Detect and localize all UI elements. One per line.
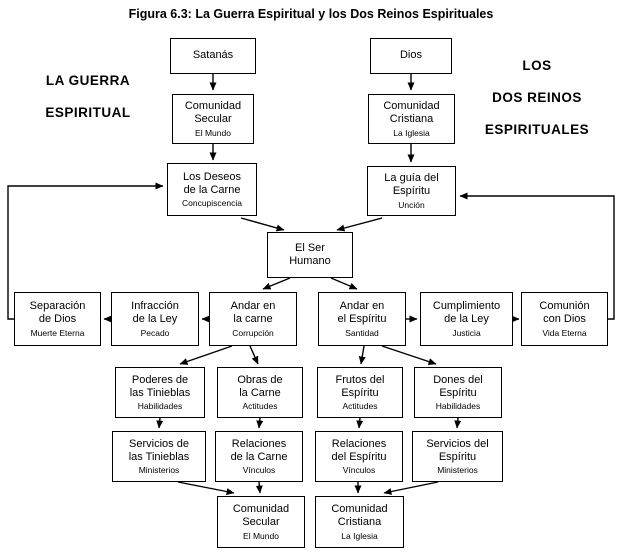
right-label-line3: ESPIRITUALES — [484, 122, 590, 137]
node-subtitle: Pecado — [140, 327, 170, 338]
node-comunidad-cristiana-top: Comunidad Cristiana La Iglesia — [368, 94, 455, 144]
arrow-servicios-tinieblas-to-comunidad-secular — [177, 481, 235, 495]
node-title: Comunidad Secular — [232, 503, 290, 529]
node-subtitle: La Iglesia — [393, 127, 430, 138]
node-subtitle: La Iglesia — [341, 530, 378, 541]
figure-title: Figura 6.3: La Guerra Espiritual y los D… — [128, 7, 494, 21]
node-relaciones-espiritu: Relaciones del Espíritu Vínculos — [315, 431, 403, 482]
left-label-line1: LA GUERRA — [45, 73, 131, 88]
node-subtitle: Corrupción — [232, 327, 274, 338]
arrow-dones-to-servicios-espiritu — [454, 417, 462, 429]
node-separacion-dios: Separación de Dios Muerte Eterna — [14, 292, 101, 346]
right-side-label: LOS DOS REINOS ESPIRITUALES — [466, 58, 608, 137]
node-satanas: Satanás — [170, 38, 256, 74]
node-subtitle: El Mundo — [195, 127, 231, 138]
node-subtitle: Vínculos — [342, 465, 376, 476]
node-servicios-espiritu: Servicios del Espíritu Ministerios — [412, 431, 503, 482]
node-ser-humano: El Ser Humano — [267, 232, 353, 278]
node-subtitle: Santidad — [345, 327, 379, 338]
node-title: Servicios del Espíritu — [426, 437, 489, 463]
right-label-line2: DOS REINOS — [492, 90, 582, 105]
node-title: Frutos del Espíritu — [335, 373, 385, 399]
node-title: Andar en el Espíritu — [337, 300, 387, 326]
node-dones-espiritu: Dones del Espíritu Habilidades — [414, 367, 502, 418]
node-title: Dios — [399, 49, 422, 62]
arrow-relaciones-carne-to-comunidad-secular — [255, 481, 263, 494]
node-subtitle: El Mundo — [243, 530, 279, 541]
arrow-andar-espiritu-to-frutos — [358, 345, 366, 365]
node-title: Separación de Dios — [29, 300, 86, 326]
left-label-line2: ESPIRITUAL — [45, 105, 131, 120]
arrow-poderes-to-servicios-tinieblas — [156, 417, 164, 429]
arrow-servicios-espiritu-to-comunidad-cristiana — [383, 481, 439, 495]
node-comunidad-secular-bottom: Comunidad Secular El Mundo — [217, 496, 305, 548]
node-poderes-tinieblas: Poderes de las Tinieblas Habilidades — [115, 367, 205, 418]
arrow-andar-carne-to-obras — [249, 345, 259, 365]
node-title: Dones del Espíritu — [433, 373, 483, 399]
node-title: Comunidad Secular — [184, 100, 242, 126]
arrow-andar-espiritu-to-dones — [381, 345, 437, 365]
node-deseos-carne: Los Deseos de la Carne Concupiscencia — [167, 163, 257, 216]
node-subtitle: Vínculos — [242, 465, 276, 476]
node-title: Infracción de la Ley — [131, 300, 179, 326]
arrow-ser-humano-to-andar-espiritu — [330, 277, 358, 290]
node-title: Obras de la Carne — [237, 373, 283, 399]
node-subtitle: Unción — [398, 199, 425, 210]
arrow-deseos-to-ser-humano — [240, 217, 285, 232]
node-title: Los Deseos de la Carne — [182, 170, 242, 196]
node-title: El Ser Humano — [289, 241, 331, 267]
node-title: Comunidad Cristiana — [331, 503, 388, 529]
node-subtitle: Muerte Eterna — [30, 327, 85, 338]
left-side-label: LA GUERRA ESPIRITUAL — [18, 73, 158, 120]
node-title: Comunidad Cristiana — [383, 100, 440, 126]
arrow-andar-carne-to-poderes — [179, 345, 233, 365]
right-label-line1: LOS — [522, 58, 552, 73]
node-subtitle: Vida Eterna — [542, 327, 587, 338]
node-obras-carne: Obras de la Carne Actitudes — [217, 367, 303, 418]
node-title: Comunión con Dios — [539, 300, 590, 326]
node-title: Satanás — [192, 49, 234, 62]
arrow-ser-humano-to-andar-carne — [262, 277, 291, 290]
node-andar-espiritu: Andar en el Espíritu Santidad — [318, 292, 406, 346]
node-comunion-dios: Comunión con Dios Vida Eterna — [521, 292, 608, 346]
node-subtitle: Concupiscencia — [181, 198, 242, 209]
node-comunidad-secular-top: Comunidad Secular El Mundo — [172, 94, 254, 144]
arrow-obras-to-relaciones-carne — [256, 417, 264, 429]
node-subtitle: Ministerios — [437, 465, 478, 476]
node-subtitle: Actitudes — [242, 401, 278, 412]
node-title: Relaciones del Espíritu — [331, 437, 387, 463]
node-title: Cumplimiento de la Ley — [432, 300, 501, 326]
node-dios: Dios — [370, 38, 452, 74]
arrow-frutos-to-relaciones-espiritu — [356, 417, 364, 429]
node-title: La guía del Espíritu — [384, 172, 439, 198]
node-title: Servicios de las Tinieblas — [128, 437, 190, 463]
node-subtitle: Habilidades — [137, 401, 183, 412]
node-infraccion-ley: Infracción de la Ley Pecado — [111, 292, 199, 346]
node-subtitle: Justicia — [452, 327, 481, 338]
node-frutos-espiritu: Frutos del Espíritu Actitudes — [317, 367, 403, 418]
node-comunidad-cristiana-bottom: Comunidad Cristiana La Iglesia — [315, 496, 404, 548]
arrow-guia-to-ser-humano — [336, 217, 383, 232]
node-subtitle: Habilidades — [435, 401, 481, 412]
node-cumplimiento-ley: Cumplimiento de la Ley Justicia — [420, 292, 513, 346]
node-relaciones-carne: Relaciones de la Carne Vínculos — [215, 431, 303, 482]
node-title: Andar en la carne — [230, 300, 276, 326]
node-subtitle: Ministerios — [138, 465, 180, 476]
node-subtitle: Actitudes — [342, 401, 378, 412]
node-title: Relaciones de la Carne — [230, 437, 288, 463]
node-title: Poderes de las Tinieblas — [129, 373, 191, 399]
node-andar-carne: Andar en la carne Corrupción — [209, 292, 297, 346]
node-servicios-tinieblas: Servicios de las Tinieblas Ministerios — [112, 431, 206, 482]
node-guia-espiritu: La guía del Espíritu Unción — [367, 166, 456, 216]
